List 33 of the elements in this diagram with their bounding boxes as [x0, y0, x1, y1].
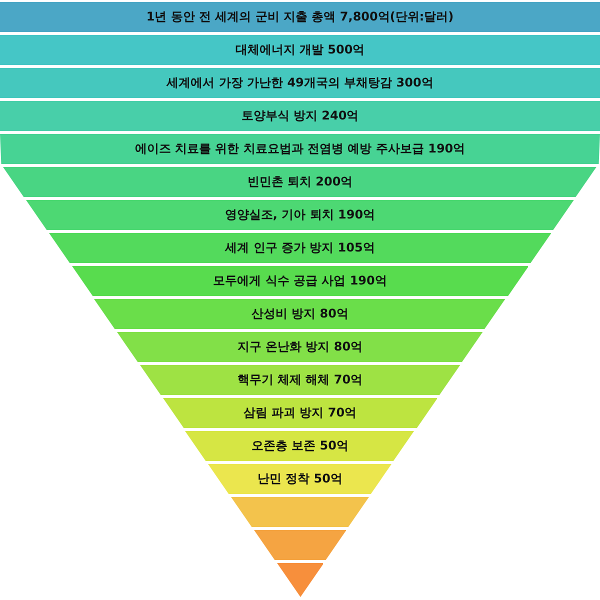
band-label: 핵무기 체제 해체 70억 [237, 373, 363, 387]
pyramid-band [231, 497, 369, 527]
band-label: 모두에게 식수 공급 사업 190억 [213, 274, 387, 288]
pyramid-tip [276, 563, 324, 597]
band-label: 오존층 보존 50억 [251, 439, 349, 453]
band-label: 난민 정착 50억 [257, 472, 343, 486]
band-label: 대체에너지 개발 500억 [235, 43, 365, 57]
band-label: 에이즈 치료를 위한 치료요법과 전염병 예방 주사보급 190억 [134, 142, 466, 156]
band-label: 지구 온난화 방지 80억 [237, 340, 363, 354]
pyramid-band [0, 68, 600, 98]
pyramid-band [0, 134, 600, 164]
pyramid-band [72, 266, 528, 296]
pyramid-band [0, 101, 600, 131]
pyramid-band [0, 2, 600, 32]
pyramid-band [254, 530, 346, 560]
pyramid-band [94, 299, 506, 329]
pyramid-band [0, 35, 600, 65]
band-label: 영양실조, 기아 퇴치 190억 [224, 208, 376, 222]
pyramid-band [208, 464, 392, 494]
band-label: 삼림 파괴 방지 70억 [243, 406, 357, 420]
pyramid-band [3, 167, 597, 197]
band-label: 빈민촌 퇴치 200억 [247, 175, 353, 189]
band-label: 산성비 방지 80억 [251, 307, 349, 321]
band-label: 1년 동안 전 세계의 군비 지출 총액 7,800억(단위:달러) [146, 10, 454, 24]
band-label: 세계 인구 증가 방지 105억 [225, 241, 375, 255]
pyramid-band [140, 365, 460, 395]
band-label: 세계에서 가장 가난한 49개국의 부채탕감 300억 [166, 76, 434, 90]
pyramid-band [26, 200, 574, 230]
pyramid-band [117, 332, 483, 362]
pyramid-band [48, 233, 552, 263]
band-label: 토양부식 방지 240억 [241, 109, 359, 123]
pyramid-band [162, 398, 438, 428]
pyramid-band [185, 431, 415, 461]
